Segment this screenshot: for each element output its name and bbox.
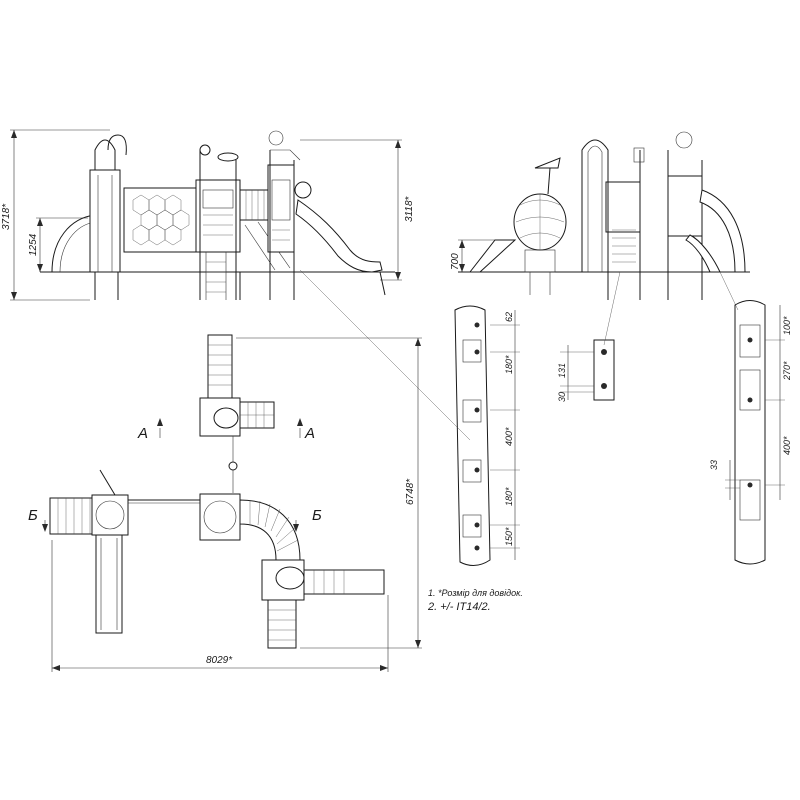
dim-left-150: 150* <box>504 527 514 546</box>
section-b-left: Б <box>28 507 38 524</box>
dim-total-height: 3718* <box>1 203 12 230</box>
dim-right-270: 270* <box>782 361 792 381</box>
note-2: 2. +/- IT14/2. <box>427 601 491 613</box>
detail-right: 100* 270* 400* 33 <box>709 300 792 565</box>
detail-left: 62 180* 400* 180* 150* <box>454 305 520 566</box>
note-1: 1. *Розмір для довідок. <box>428 588 523 598</box>
dim-mid-30: 30 <box>557 392 567 402</box>
plan-view: А А Б Б <box>28 334 422 672</box>
section-a-right: А <box>304 425 315 442</box>
dim-plan-width: 8029* <box>206 655 233 666</box>
dim-right-height: 3118* <box>404 195 415 222</box>
detail-middle: 131 30 <box>557 339 615 402</box>
dim-right-33: 33 <box>709 460 719 470</box>
dim-slide-height: 700 <box>450 253 461 270</box>
dim-plan-depth: 6748* <box>405 478 416 505</box>
dim-left-180a: 180* <box>504 355 514 374</box>
section-a-left: А <box>137 425 148 442</box>
section-b-right: Б <box>312 507 322 524</box>
front-elevation: 3718* 1254 3118* <box>1 129 415 301</box>
dim-mid-131: 131 <box>557 363 567 378</box>
dim-left-62: 62 <box>504 312 514 322</box>
dim-right-100: 100* <box>782 316 792 335</box>
notes: 1. *Розмір для довідок. 2. +/- IT14/2. <box>427 588 523 613</box>
dim-right-400: 400* <box>782 436 792 455</box>
dim-left-400: 400* <box>504 427 514 446</box>
dim-left-180b: 180* <box>504 487 514 506</box>
dim-platform-height: 1254 <box>28 233 39 256</box>
side-elevation: 700 <box>450 131 750 300</box>
